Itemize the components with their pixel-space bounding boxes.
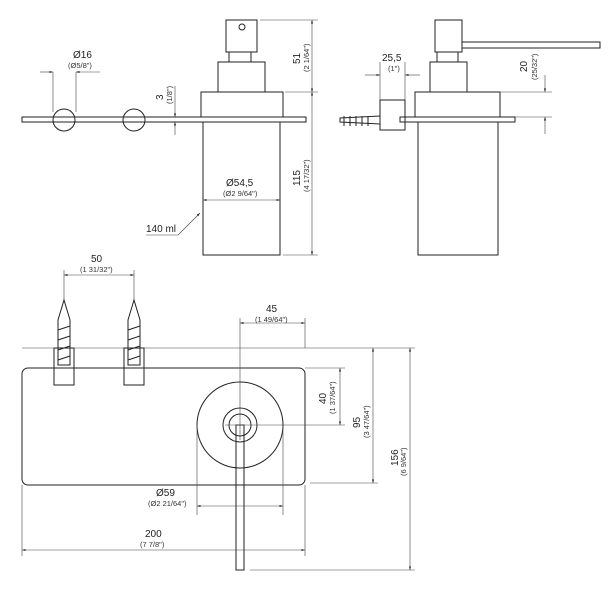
shelf-outline [21, 367, 306, 486]
bottom-view: 50 (1 31/32") 45 (1 49/64") 40 (1 37/64"… [21, 254, 415, 571]
dim-plate-height-in: (25/32") [530, 53, 539, 80]
dim-base-diameter-in: (Ø2 21/64") [148, 499, 187, 508]
dim-center-depth: 40 [318, 392, 329, 404]
dim-container-height: 115 [292, 170, 303, 186]
dim-total-depth: 156 [390, 449, 401, 466]
pump-lever [235, 424, 245, 571]
dim-hole-diameter-in: (Ø5/8") [68, 61, 92, 70]
container [202, 121, 281, 256]
dim-hole-diameter: Ø16 [73, 50, 92, 61]
dim-anchor-spacing-in: (1 31/32") [80, 265, 113, 274]
dim-plate-height: 20 [519, 60, 530, 72]
dim-center-depth-in: (1 37/64") [328, 381, 337, 414]
dim-base-diameter: Ø59 [156, 488, 175, 499]
mount-hole [52, 108, 76, 132]
mount-hole [122, 108, 146, 132]
pump-lever [461, 41, 601, 49]
dim-center-offset-in: (1 49/64") [255, 315, 288, 324]
wall-anchor [339, 115, 381, 126]
dim-anchor-spacing: 50 [91, 254, 103, 265]
dim-pump-height-in: (2 1/64") [302, 43, 311, 72]
dim-width-in: (7 7/8") [140, 540, 165, 549]
dim-wall-offset-in: (1") [388, 64, 400, 73]
shelf-plate [21, 116, 307, 123]
dim-container-diameter-in: (Ø2 9/64") [223, 189, 258, 198]
dim-wall-offset: 25,5 [382, 53, 402, 64]
dim-pump-height: 51 [292, 52, 303, 64]
dim-plate-thickness-in: (1/8") [165, 85, 174, 104]
dim-center-offset: 45 [266, 304, 278, 315]
anchor-left [53, 298, 75, 386]
dim-plate-depth-in: (3 47/64") [362, 405, 371, 438]
dim-width: 200 [145, 529, 162, 540]
dim-total-depth-in: (6 9/64") [399, 447, 408, 476]
anchor-right [123, 298, 145, 386]
side-view: 25,5 (1") 20 (25/32") [339, 19, 601, 256]
top-view: Ø16 (Ø5/8") 3 (1/8") Ø54,5 (Ø2 9/64") 14… [21, 19, 318, 256]
dim-plate-thickness: 3 [155, 94, 166, 100]
wall-bracket [379, 99, 406, 131]
dim-container-diameter: Ø54,5 [226, 178, 254, 189]
dim-plate-depth: 95 [352, 416, 363, 428]
soap-dispenser-front [200, 19, 284, 256]
label-capacity: 140 ml [146, 224, 176, 235]
dim-container-height-in: (4 17/32") [302, 159, 311, 192]
